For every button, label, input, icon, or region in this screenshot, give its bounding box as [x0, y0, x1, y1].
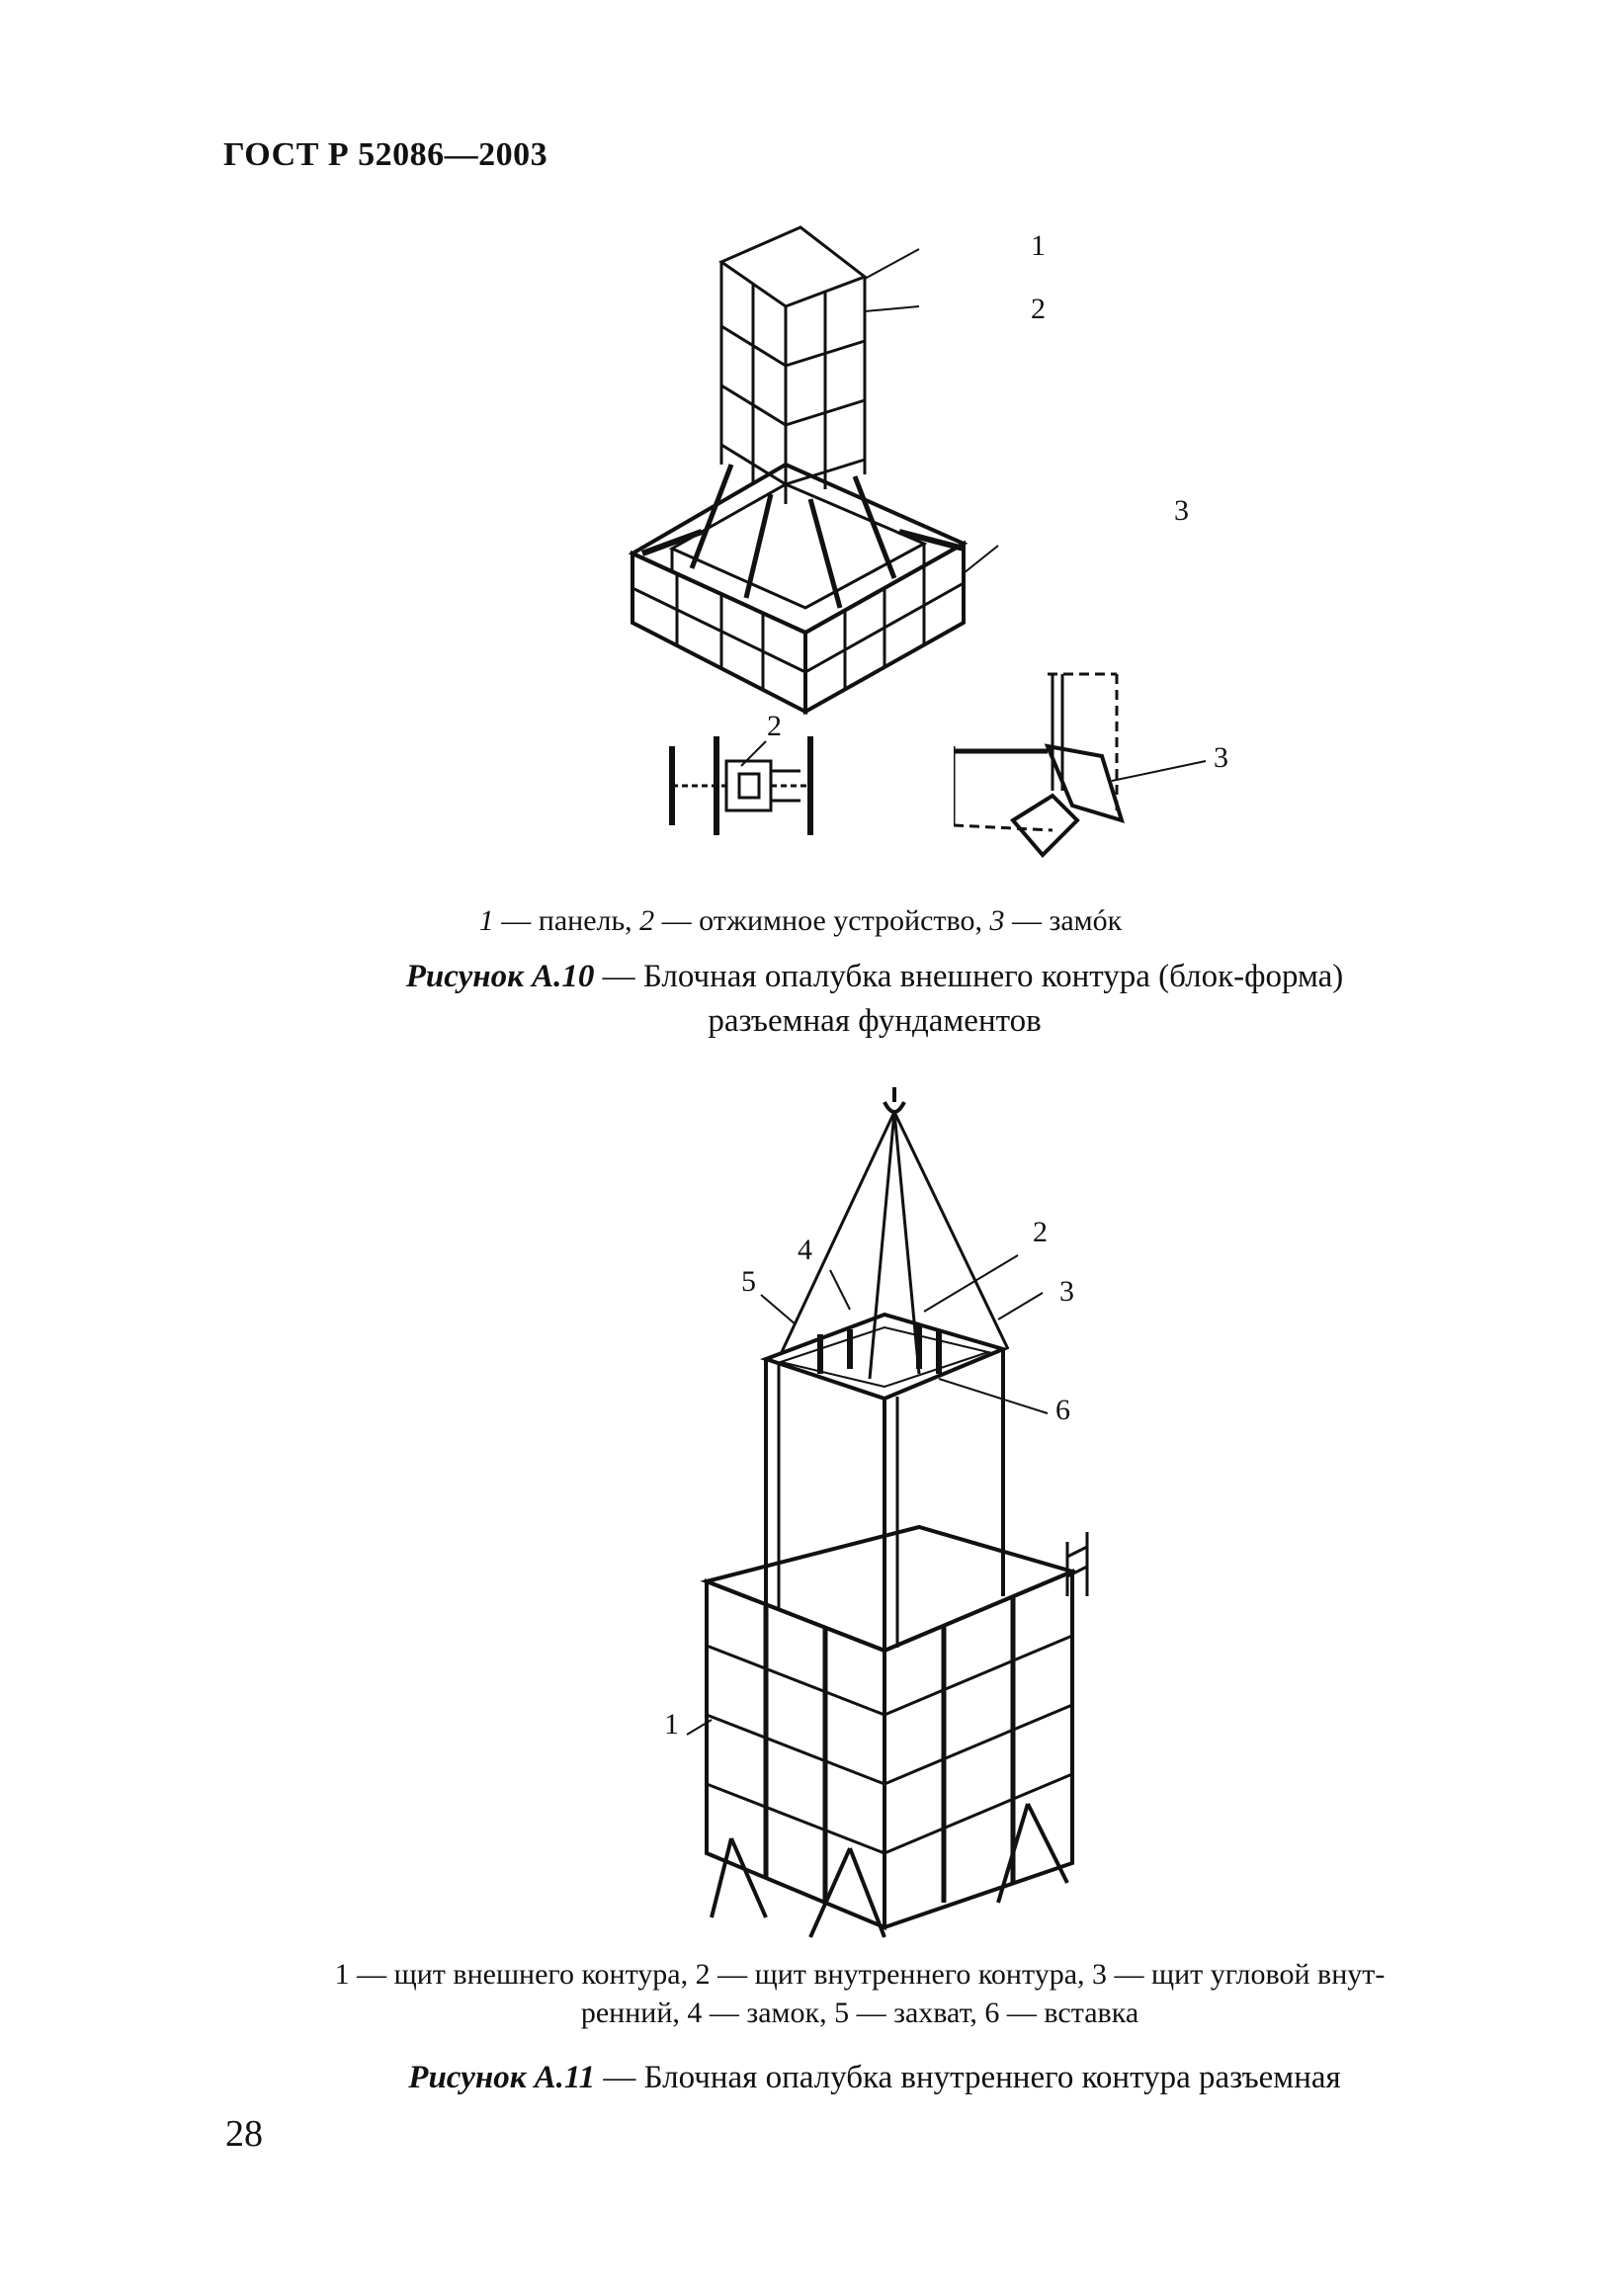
figure-a11-legend: 1 — щит внешнего контура, 2 — щит внутре…: [168, 1955, 1552, 2032]
figure-a10-number: Рисунок А.10: [405, 959, 595, 994]
figure-a10-callout-2: 2: [1031, 293, 1046, 325]
figure-a10-callout-1: 1: [1031, 229, 1046, 262]
figure-a10-detail-callout-2: 2: [767, 710, 782, 742]
figure-a11-callout-2: 2: [1033, 1216, 1048, 1248]
legend-text-2: — отжимное устройство,: [654, 904, 990, 937]
legend-text-1: — панель,: [493, 904, 640, 937]
figure-a10-detail-lock: [954, 672, 1235, 875]
figure-a11-legend-line2: ренний, 4 — замок, 5 — захват, 6 — встав…: [580, 1997, 1139, 2029]
figure-a11-title: — Блочная опалубка внутреннего контура р…: [595, 2060, 1341, 2095]
document-header: ГОСТ Р 52086—2003: [223, 136, 548, 173]
figure-a11-illustration: [672, 1082, 1146, 1942]
figure-a11-callout-4: 4: [798, 1233, 812, 1266]
figure-a10-detail-clamp: [662, 726, 840, 840]
figure-a11-callout-6: 6: [1055, 1394, 1070, 1426]
page-number: 28: [225, 2113, 263, 2155]
figure-a10-title-line2: разъемная фундаментов: [708, 1002, 1042, 1039]
figure-a11-callout-1: 1: [664, 1708, 679, 1741]
figure-a11-caption: Рисунок А.11 — Блочная опалубка внутренн…: [227, 2056, 1522, 2100]
legend-text-3: — замóк: [1004, 904, 1123, 937]
figure-a11-number: Рисунок А.11: [408, 2060, 596, 2095]
legend-number-2: 2: [639, 904, 655, 937]
figure-a11-callout-5: 5: [741, 1265, 756, 1298]
legend-number-3: 3: [989, 904, 1005, 937]
legend-number-1: 1: [478, 904, 494, 937]
figure-a10-title-line1: — Блочная опалубка внешнего контура (бло…: [594, 959, 1344, 994]
figure-a10-callout-3: 3: [1174, 494, 1189, 527]
figure-a11-callout-3: 3: [1059, 1275, 1074, 1308]
figure-a10-caption: Рисунок А.10 — Блочная опалубка внешнего…: [227, 955, 1522, 1043]
figure-a10-illustration: [613, 217, 1186, 731]
figure-a11-legend-line1: 1 — щит внешнего контура, 2 — щит внутре…: [334, 1958, 1386, 1991]
figure-a10-legend: 1 — панель, 2 — отжимное устройство, 3 —…: [296, 901, 1305, 940]
figure-a10-detail-callout-3: 3: [1214, 741, 1228, 774]
